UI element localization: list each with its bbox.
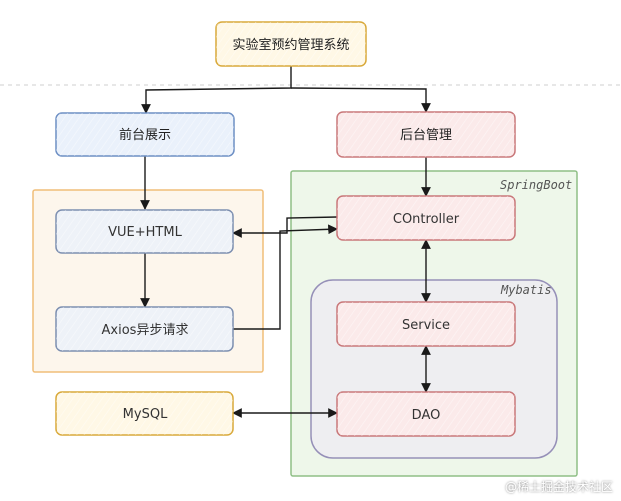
dao-node: DAO bbox=[336, 391, 516, 437]
service-node: Service bbox=[336, 301, 516, 347]
mysql-node: MySQL bbox=[55, 391, 234, 436]
axios-node-label: Axios异步请求 bbox=[102, 323, 189, 338]
controller-node-label: COntroller bbox=[393, 212, 460, 227]
dao-node-label: DAO bbox=[412, 408, 441, 423]
backend-node-label: 后台管理 bbox=[400, 128, 452, 143]
backend-node: 后台管理 bbox=[336, 111, 516, 158]
connectors bbox=[140, 66, 431, 418]
vue-node-label: VUE+HTML bbox=[108, 225, 182, 240]
springboot-label: SpringBoot bbox=[500, 178, 572, 192]
mybatis-label: Mybatis bbox=[500, 283, 552, 297]
system-node-label: 实验室预约管理系统 bbox=[232, 37, 349, 53]
controller-node: COntroller bbox=[336, 195, 516, 241]
frontend-node: 前台展示 bbox=[55, 112, 235, 157]
system-node: 实验室预约管理系统 bbox=[215, 21, 367, 67]
watermark-text: @稀土掘金技术社区 bbox=[504, 480, 613, 494]
edge-axios-controller bbox=[233, 224, 338, 330]
service-node-label: Service bbox=[402, 318, 450, 333]
mysql-node-label: MySQL bbox=[123, 407, 168, 422]
frontend-node-label: 前台展示 bbox=[119, 127, 171, 143]
edge-controller-vue bbox=[232, 216, 338, 238]
vue-node: VUE+HTML bbox=[55, 209, 234, 254]
edge-system-backend bbox=[290, 87, 431, 113]
edge-system-split bbox=[141, 66, 292, 114]
axios-node: Axios异步请求 bbox=[55, 306, 234, 352]
